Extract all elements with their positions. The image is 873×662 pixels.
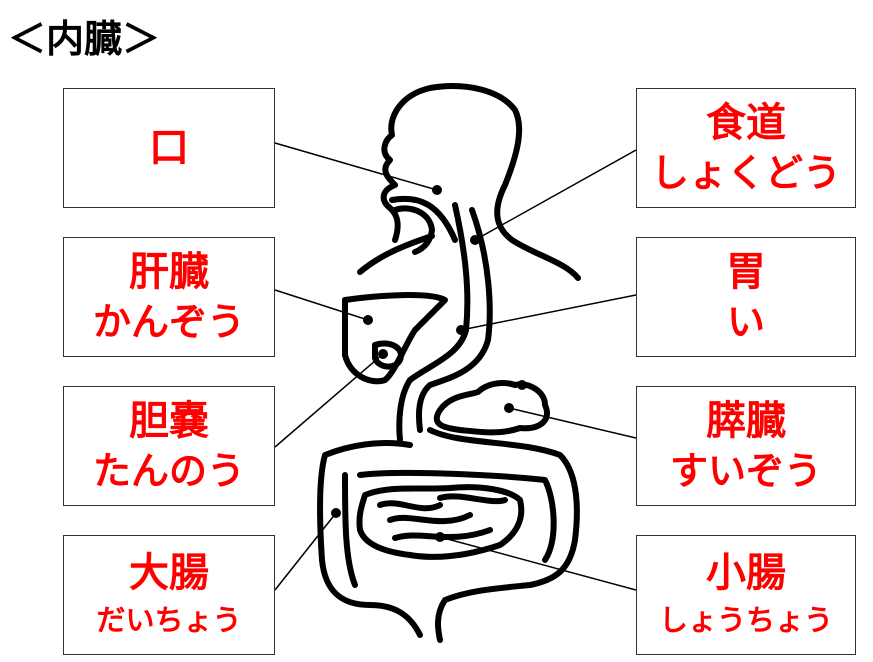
marker-pancreas (504, 403, 514, 413)
label-reading: たんのう (92, 449, 245, 493)
label-kanji: 膵臓 (706, 398, 786, 444)
label-kanji: 口 (149, 125, 189, 171)
connector-mouth (274, 142, 438, 191)
label-reading: だいちょう (96, 603, 242, 637)
label-box-liver: 肝臓 かんぞう (63, 237, 275, 357)
label-kanji: 胃 (726, 249, 766, 295)
connector-stomach (460, 294, 637, 331)
label-box-small-intestine: 小腸 しょうちょう (636, 535, 856, 655)
gallbladder-outline (372, 340, 404, 370)
marker-small-intestine (435, 532, 445, 542)
marker-mouth (432, 185, 442, 195)
pancreas-outline (433, 380, 550, 436)
mouth-cavity (389, 195, 458, 255)
label-box-pancreas: 膵臓 すいぞう (636, 386, 856, 506)
marker-pancreas-tail (517, 380, 527, 390)
large-intestine-outline (317, 427, 580, 643)
label-kanji: 食道 (706, 100, 786, 146)
liver-outline (342, 292, 448, 385)
marker-esophagus (470, 235, 480, 245)
label-reading: すいぞう (669, 449, 822, 493)
label-reading: い (726, 300, 765, 344)
label-kanji: 胆嚢 (129, 398, 209, 444)
label-box-large-intestine: 大腸 だいちょう (63, 535, 275, 655)
label-reading: かんぞう (92, 300, 245, 344)
connector-large-intestine (274, 512, 337, 591)
head-outline (380, 83, 581, 281)
label-kanji: 肝臓 (129, 249, 209, 295)
marker-large-intestine (331, 508, 341, 518)
connector-esophagus (474, 149, 637, 241)
marker-gallbladder (378, 349, 388, 359)
label-reading: しょうちょう (658, 603, 833, 637)
label-box-mouth: 口 (63, 88, 275, 208)
marker-stomach (456, 325, 466, 335)
marker-liver (363, 315, 373, 325)
esophagus-outline (396, 202, 493, 443)
small-intestine-outline (356, 484, 525, 560)
page-title: ＜内臓＞ (8, 17, 161, 61)
label-kanji: 大腸 (129, 550, 209, 596)
connector-pancreas (508, 407, 637, 439)
neck-outline (357, 233, 435, 275)
label-kanji: 小腸 (706, 550, 786, 596)
label-box-stomach: 胃 い (636, 237, 856, 357)
connector-gallbladder (274, 353, 384, 448)
label-reading: しょくどう (650, 151, 841, 195)
connector-small-intestine (439, 536, 637, 591)
label-box-esophagus: 食道 しょくどう (636, 88, 856, 208)
label-box-gallbladder: 胆嚢 たんのう (63, 386, 275, 506)
connector-liver (274, 289, 369, 321)
